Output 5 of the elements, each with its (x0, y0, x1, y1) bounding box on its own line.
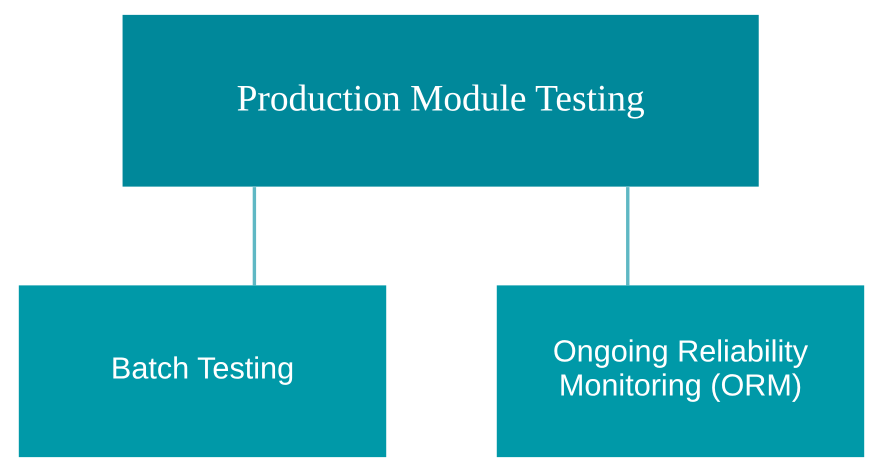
node-box: Batch Testing (18, 285, 386, 458)
connector (252, 187, 256, 286)
node-box: Production Module Testing (122, 14, 759, 187)
connector (626, 187, 630, 286)
node-box: Ongoing Reliability Monitoring (ORM) (496, 285, 864, 458)
